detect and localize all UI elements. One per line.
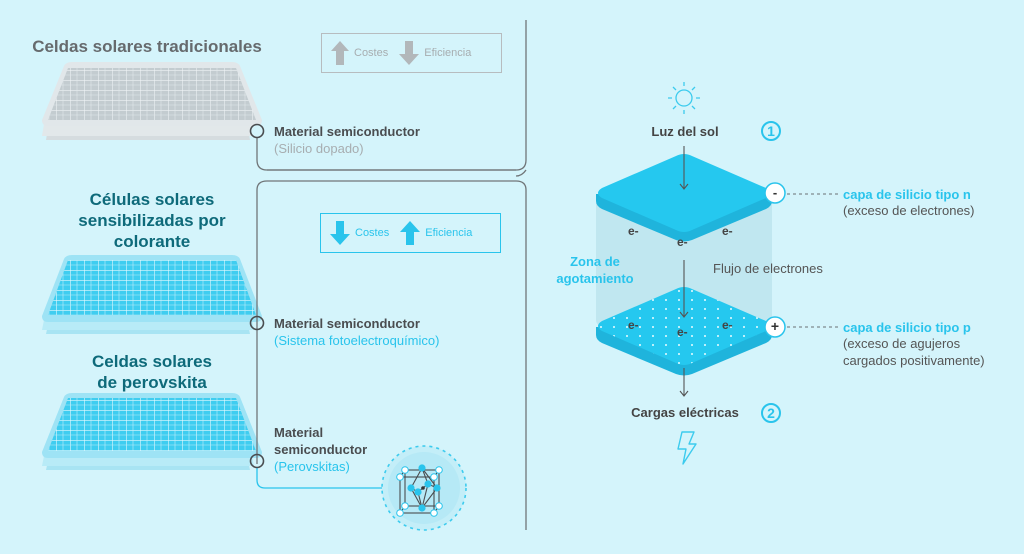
perovskite-title: Celdas solares de perovskita [32,351,272,393]
electron-label: e- [722,318,733,332]
positive-sign: + [770,318,780,334]
material-label: Material semiconductor [274,124,420,139]
n-type-layer [596,154,772,242]
step-1-badge: 1 [761,121,781,141]
sunlight-label: Luz del sol [651,124,719,139]
dye-sensitized-title: Células solares sensibilizadas por color… [32,189,272,252]
arrow-up-icon [400,221,421,245]
electron-flow-label: Flujo de electrones [713,261,823,276]
electric-charges-label: Cargas eléctricas [631,405,739,420]
electron-label: e- [628,318,639,332]
traditional-material: Material semiconductor (Silicio dopado) [274,123,420,157]
flow-arrows [679,146,689,397]
material-detail: (Perovskitas) [274,459,350,474]
connector-node [249,315,265,331]
p-layer-title: capa de silicio tipo p [843,320,971,335]
arrow-down-icon [330,221,350,245]
p-layer-description: (exceso de agujeros [843,336,961,351]
sun-icon [668,82,700,114]
negative-sign: - [772,185,778,200]
n-layer-caption: capa de silicio tipo n (exceso de electr… [843,187,975,219]
costs-label: Costes [354,47,389,59]
arrow-up-icon [331,41,349,65]
solar-panel-traditional [42,62,262,140]
title-line: colorante [113,232,191,251]
efficiency-label: Eficiencia [424,47,472,59]
dye-sensitized-material: Material semiconductor (Sistema fotoelec… [274,315,439,349]
depletion-zone-line: Zona de [570,254,620,269]
electron-label: e- [677,325,688,339]
bracket-lines [256,20,527,530]
step-2-badge: 2 [761,403,781,423]
title-line: de perovskita [97,373,207,392]
material-detail: (Silicio dopado) [274,141,364,156]
material-label: semiconductor [274,442,368,457]
title-line: Celdas solares [91,352,212,371]
traditional-cost-efficiency-badge: Costes Eficiencia [321,33,502,73]
perovskite-crystal-icon [381,445,467,531]
title-line: Células solares [89,190,215,209]
p-type-layer [596,287,772,376]
negative-charge-node [764,182,786,204]
title-line: sensibilizadas por [78,211,226,230]
n-layer-description: (exceso de electrones) [843,203,975,218]
depletion-zone-label: Zona de agotamiento [550,253,640,287]
dye-cost-efficiency-badge: Costes Eficiencia [320,213,501,253]
material-detail: (Sistema fotoelectroquímico) [274,333,440,348]
material-label: Material semiconductor [274,316,420,331]
traditional-cells-title: Celdas solares tradicionales [32,37,262,56]
perovskite-material: Material semiconductor (Perovskitas) [274,424,367,475]
depletion-zone-line: agotamiento [556,271,634,286]
n-layer-title: capa de silicio tipo n [843,187,971,202]
p-layer-caption: capa de silicio tipo p (exceso de agujer… [843,320,985,369]
solar-panel-dye-sensitized [42,255,262,334]
efficiency-label: Eficiencia [425,227,473,239]
electron-label: e- [677,235,688,249]
solar-panel-perovskite [42,393,262,470]
connector-node [249,123,265,139]
electron-label: e- [628,224,639,238]
connector-node [249,453,265,469]
material-label: Material [274,425,324,440]
arrow-down-icon [399,41,420,65]
costs-label: Costes [355,227,390,239]
lightning-icon [677,431,697,465]
perovskite-connector [256,467,387,489]
electron-label: e- [722,224,733,238]
positive-charge-node [764,316,786,338]
p-layer-description: cargados positivamente) [843,353,985,368]
